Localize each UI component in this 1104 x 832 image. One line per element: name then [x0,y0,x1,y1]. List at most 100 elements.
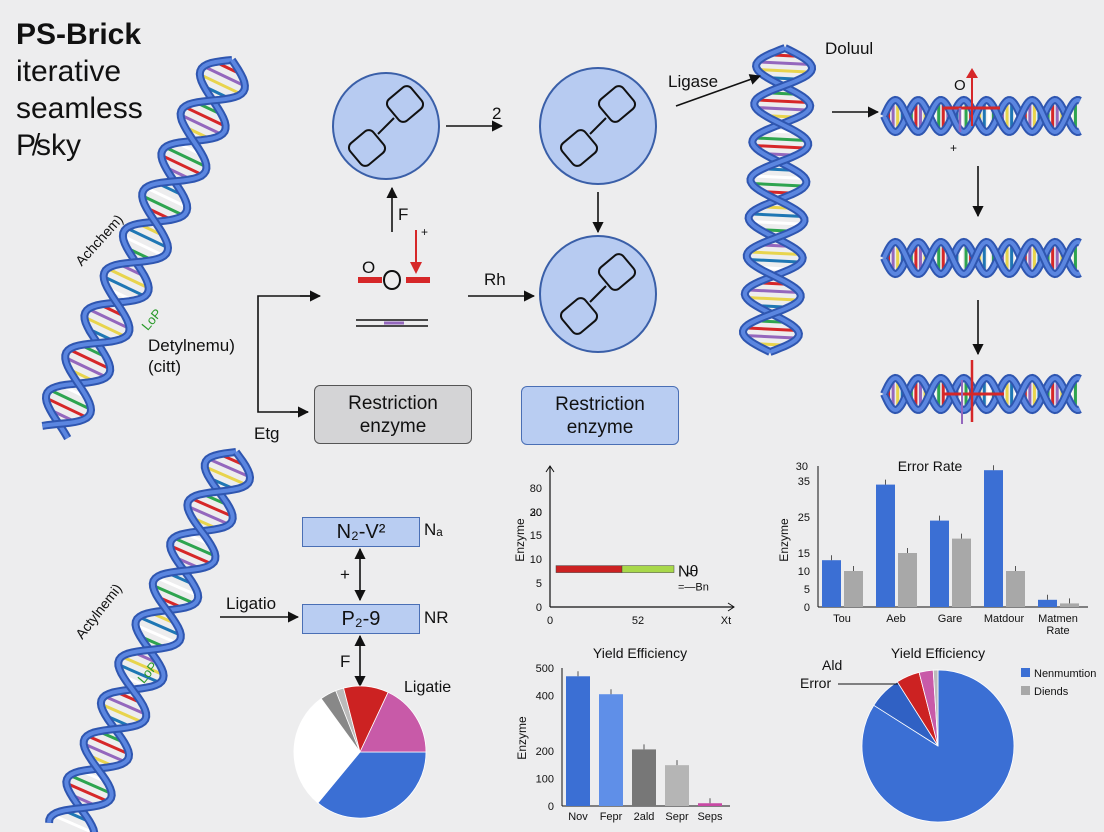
o-right-label: O [954,77,966,94]
insert-loop [383,270,402,290]
chart5-pie [861,669,1015,823]
base-pair [103,694,147,716]
enzyme-node-a [597,253,637,291]
base-pair [51,813,95,832]
detylnemu-label: Detylnemu) [148,336,235,355]
dna-backbone-b-hi [740,46,815,354]
base-pair [204,465,248,487]
chart1-y-tick: 20 [530,507,542,519]
base-pair [164,145,208,169]
chart3-bar [632,749,656,806]
chart3-y-tick: 0 [548,801,554,813]
title-line-4: P̸sky [16,129,82,162]
dna-backbone-a-hi [882,97,1081,135]
enzyme-circle-3 [539,235,657,353]
sequence-box-1: N₂-V² [302,517,420,547]
base-pair [87,307,131,330]
base-pair [750,212,804,219]
f-top-label: F [398,205,409,224]
dna-backbone-b-hi [882,97,1081,135]
base-pair [172,536,217,558]
pie-slice [932,669,939,747]
base-pair [100,702,144,724]
chart2-bar [1006,571,1025,607]
base-pair [86,734,130,756]
chart5-legend-swatch [1021,686,1030,695]
chart5-legend-label: Diends [1034,686,1069,698]
chart5-title: Yield Efficiency [891,645,985,661]
chart3-bar [599,694,623,806]
dna-backbone-b-hi [882,239,1081,277]
chart3-x-tick: Nov [568,811,588,823]
n-right-label: Nₐ [424,520,443,539]
base-pair [757,67,811,74]
red-arrow-head [410,262,422,274]
f-mid-label: F [340,652,351,671]
citt-label: (citt) [148,357,182,376]
dna-backbone-b-hi [47,450,253,824]
chart2-y-tick: 10 [798,566,810,578]
base-pair [207,457,251,479]
chart1-y-tick: 15 [530,530,542,542]
dna-helix-right-2 [880,237,1082,279]
arrow-ligase [675,74,762,107]
chart2-bar [930,520,949,607]
chart1-y-tick: 80 [530,483,542,495]
chart3-x-tick: 2ald [634,811,655,823]
base-pair [121,655,165,677]
base-pair [160,153,204,177]
base-pair [179,113,223,136]
base-pair [199,73,242,96]
chart2-x-tick: Tou [833,613,851,625]
doluul-label: Doluul [825,39,874,58]
enzyme-node-a [385,85,425,123]
base-pair [83,315,127,339]
base-pair [748,250,802,257]
base-pair [122,234,165,258]
chart2-bar [898,553,917,607]
title-line-2: iterative [16,55,122,88]
base-pair [49,388,92,411]
enzyme-link [589,285,607,303]
chart1-x-tick: Xt [721,615,731,627]
chart2-bar [1038,599,1057,607]
nr-label: NR [424,608,449,627]
chart3-y-tick: 500 [536,663,554,675]
o-left-label: O [362,258,376,277]
enzyme-node-b [347,129,387,167]
insert-red-left [358,277,382,283]
base-pair [755,98,810,105]
chart2-x-tick: Matdour [984,613,1025,625]
chart4-pie [293,685,427,819]
enzyme-circle-2 [539,67,657,185]
base-pair [169,544,213,566]
dna-backbone-b-hi [882,375,1081,413]
chart2-bar [984,470,1003,607]
chart2-x-tick-2: Rate [1046,625,1069,637]
chart2-y-tick: 15 [798,548,810,560]
dna-backbone-a-hi [43,58,233,440]
chart1-y-tick: 30 [530,507,542,519]
chart3-y-tick: 200 [536,746,554,758]
dna-helix-bottom-left [45,448,255,832]
chart2-y-tick: 0 [804,602,810,614]
chart1-y-arrow [545,465,555,473]
chart1-y-tick: 5 [536,578,542,590]
chart3-title: Yield Efficiency [593,645,687,661]
chart2-bar [876,484,895,607]
chart3-bar [698,803,722,806]
base-pair [755,105,809,112]
rh-label: Rh [484,270,506,289]
pie-slice [359,691,427,753]
chart1-bar-green [621,565,675,573]
base-pair [757,60,811,67]
chart3-bar [665,765,689,806]
enzyme-node-b [559,297,599,335]
base-pair [134,623,178,645]
enzyme-node-b [559,129,599,167]
enzyme-node-a [597,85,637,123]
chart2-bar [952,538,971,607]
chart2-bar [822,560,841,607]
chart2-y-tick: 35 [798,476,810,488]
chart2-bar [844,571,863,607]
